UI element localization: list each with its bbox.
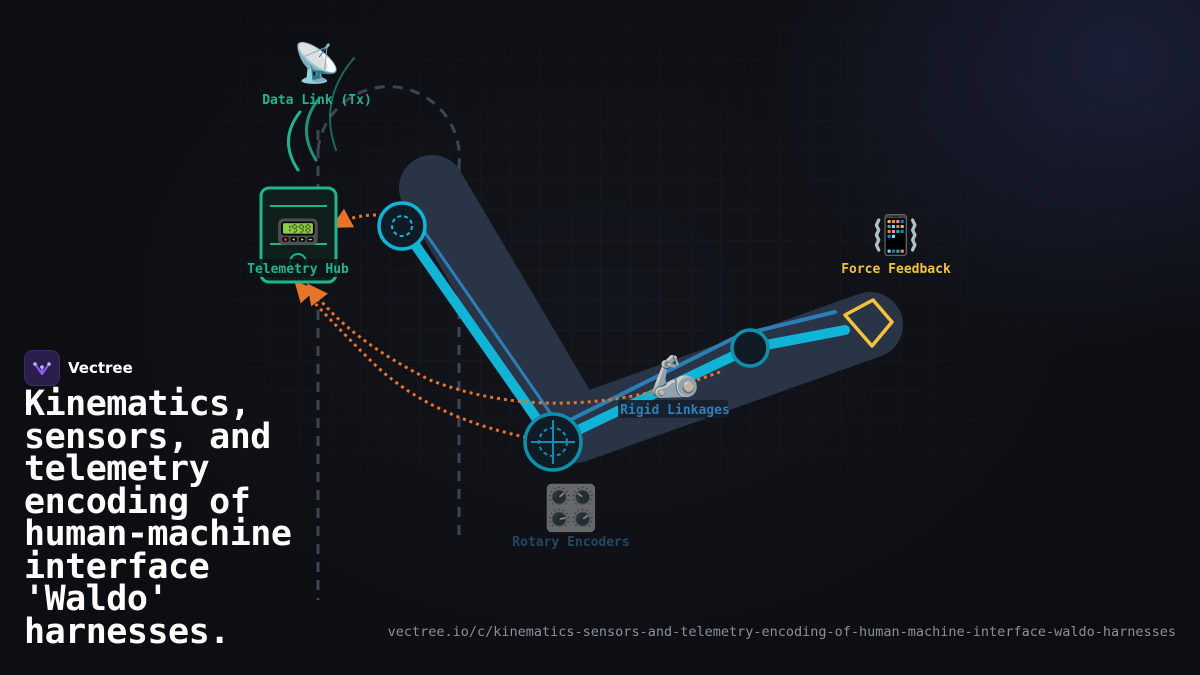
signal-path-to-hub-top (330, 208, 391, 229)
upper-arm-link-edge (413, 216, 564, 432)
pager-icon: 📟 (276, 212, 321, 253)
shoulder-joint (377, 201, 427, 251)
brand: Vectree (24, 350, 133, 386)
node-label-rotary-encoders: Rotary Encoders (512, 535, 629, 550)
brand-logo-icon (24, 350, 60, 386)
elbow-joint (523, 412, 583, 472)
wrist-joint (730, 328, 770, 368)
vibration-mode-icon: 📳 (872, 213, 919, 257)
node-label-telemetry-hub: Telemetry Hub (247, 262, 349, 277)
satellite-antenna-icon: 📡 (293, 39, 340, 85)
forearm-link (548, 343, 755, 447)
signal-path-from-elbow (294, 280, 541, 442)
label-plate-telemetry-hub (246, 259, 352, 277)
end-effector (843, 298, 894, 348)
signal-waves-icon (287, 57, 355, 172)
brand-name: Vectree (68, 359, 133, 377)
dashed-guide-arc (316, 85, 461, 166)
label-plate-rigid-linkages (618, 400, 728, 418)
node-label-force-feedback: Force Feedback (841, 262, 951, 277)
mechanical-arm-icon: 🦾 (650, 354, 700, 400)
page-title: Kinematics, sensors, and telemetry encod… (24, 384, 292, 652)
node-label-data-link: Data Link (Tx) (262, 93, 372, 108)
control-knobs-icon: 🎛️ (544, 483, 599, 534)
telemetry-hub-box (259, 186, 338, 284)
upper-arm-link (397, 221, 558, 447)
footer-url[interactable]: vectree.io/c/kinematics-sensors-and-tele… (387, 624, 1176, 640)
node-label-rigid-linkages: Rigid Linkages (620, 403, 730, 418)
signal-path-from-forearm (306, 283, 721, 405)
